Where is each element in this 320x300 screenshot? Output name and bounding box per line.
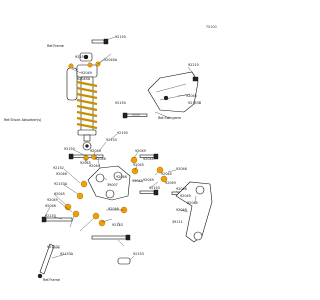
part-label: 92046 xyxy=(108,207,119,211)
rocker-arm-39007[interactable] xyxy=(87,165,131,201)
swingarm-bolt[interactable] xyxy=(122,112,148,119)
part-label: 92150 xyxy=(117,131,128,135)
part-label: 92153A xyxy=(60,252,74,256)
part-label: 92045 xyxy=(186,94,197,98)
part-label: 92153 xyxy=(133,252,144,256)
bottom-collar[interactable] xyxy=(117,257,131,265)
part-label: 92045 xyxy=(54,192,65,196)
part-label: 92046 xyxy=(176,208,187,212)
part-label: 92153B xyxy=(188,101,202,105)
part-label: 92045 xyxy=(143,157,154,161)
part-label: 92150 xyxy=(115,101,126,105)
part-label: 92153A xyxy=(75,55,89,59)
swingarm-bracket[interactable] xyxy=(147,71,199,113)
part-label: 92045A xyxy=(104,58,118,62)
part-label: 92049 xyxy=(143,178,154,182)
tie-rod-39111[interactable] xyxy=(175,181,213,243)
right-linkage-bolts[interactable] xyxy=(139,153,187,197)
part-label: 92045 xyxy=(161,172,172,176)
top-washers[interactable] xyxy=(68,61,101,69)
swingarm-nut-92210[interactable] xyxy=(192,76,199,82)
part-label: 92049 xyxy=(47,198,58,202)
ref-swingarm: Ref.Swingarm xyxy=(158,116,182,120)
part-label: 39007 xyxy=(107,183,118,187)
part-label: 92049 xyxy=(132,179,143,183)
part-label: 92152 xyxy=(53,166,64,170)
part-label: 92153 xyxy=(112,223,123,227)
part-label: 92153 xyxy=(149,186,160,190)
part-label: 92153 xyxy=(45,214,56,218)
bottom-bolt[interactable] xyxy=(91,234,131,241)
ref-frame-top: Ref.Frame xyxy=(47,44,64,48)
part-label: 92049 xyxy=(89,164,100,168)
part-label: 92150 xyxy=(115,35,126,39)
part-label: 92046 xyxy=(45,204,56,208)
rear-suspension-exploded-diagram: T0100 xyxy=(4,25,217,282)
part-label: 92046 xyxy=(95,157,106,161)
part-label: 92153C xyxy=(47,245,61,249)
part-label: 92046 xyxy=(176,167,187,171)
shock-spring xyxy=(76,80,98,130)
part-label: 92153A xyxy=(54,182,68,186)
ref-frame-bottom: Ref.Frame xyxy=(43,278,60,282)
part-label: 92049 xyxy=(165,181,176,185)
lower-frame-bolt[interactable] xyxy=(41,216,73,223)
part-label: 92045A xyxy=(77,77,91,81)
part-label: 92046 xyxy=(176,187,187,191)
part-label: 92046 xyxy=(116,175,127,179)
part-label: 39111 xyxy=(172,220,183,224)
part-label: 92049 xyxy=(135,149,146,153)
shock-absorber[interactable] xyxy=(66,52,98,151)
part-label: 92045 xyxy=(80,161,91,165)
part-label: 92049 xyxy=(81,71,92,75)
part-label: 92150 xyxy=(64,147,75,151)
lower-shock-pin[interactable] xyxy=(37,243,55,279)
part-label: 92049 xyxy=(180,194,191,198)
part-label: 92210 xyxy=(188,63,199,67)
ref-shock-absorber: Ref.Shock Absorber(s) xyxy=(4,118,42,122)
part-label: 92046 xyxy=(90,149,101,153)
rocker-washers[interactable] xyxy=(64,154,168,227)
part-label: 92046 xyxy=(56,172,67,176)
page-code: T0100 xyxy=(205,25,217,29)
part-label: 92153 xyxy=(106,138,117,142)
top-mount-bolt[interactable] xyxy=(91,38,109,45)
part-label: 92045 xyxy=(133,163,144,167)
leader-lines xyxy=(43,36,197,261)
part-label: 92045 xyxy=(187,201,198,205)
